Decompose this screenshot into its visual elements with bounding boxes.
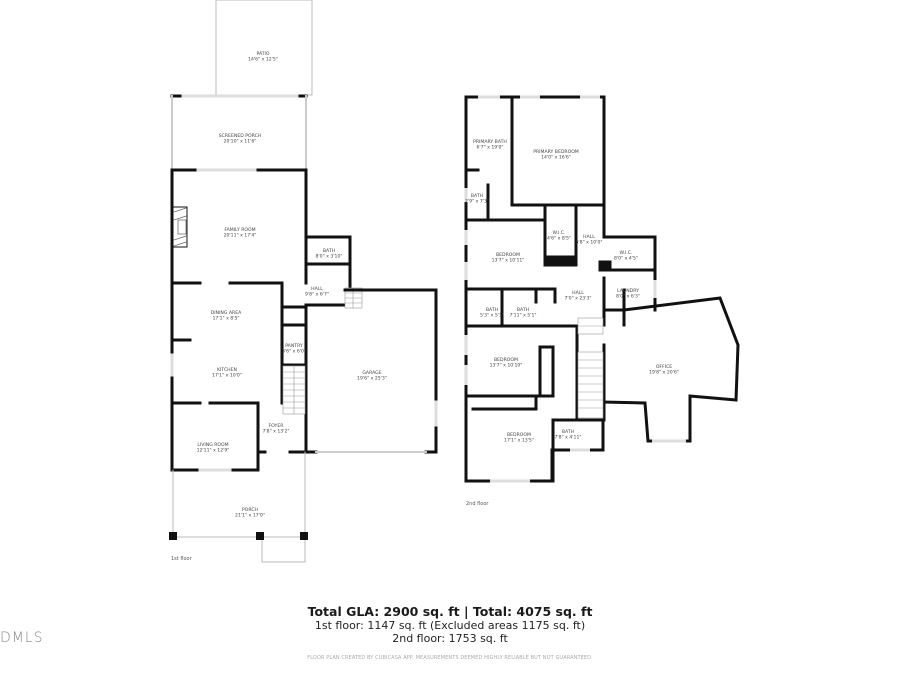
room-name: BATH [471,193,483,199]
room-name: PRIMARY BATH [473,139,507,145]
room-name: GARAGE [362,370,381,376]
stairs-hall [344,287,363,309]
room-name: PRIMARY BEDROOM [533,149,579,155]
room-dimensions: 17'1" x 8'5" [212,316,239,322]
room-dimensions: 21'1" x 17'0" [235,513,265,519]
total-area: Total GLA: 2900 sq. ft | Total: 4075 sq.… [307,604,593,619]
room-name: LAUNDRY [617,288,639,294]
room-name: OFFICE [656,364,672,370]
stairs-kitchen [282,365,306,415]
room-name: FAMILY ROOM [224,227,255,233]
room-dimensions: 3'8" x 10'0" [575,240,602,246]
room-name: HALL [572,290,584,296]
room-dimensions: 3'6" x 6'0" [282,349,306,355]
room-dimensions: 8'0" x 4'5" [614,256,638,262]
room-name: KITCHEN [217,367,237,373]
room-dimensions: 12'11" x 12'9" [197,448,230,454]
room-dimensions: 8'0" x 3'10" [315,254,342,260]
second-floor-caption: 2nd floor [466,501,489,507]
pantry-walls [280,323,308,367]
front-porch-outline [172,451,306,563]
room-dimensions: 9'8" x 6'7" [305,292,329,298]
room-dimensions: 17'1" x 13'5" [504,438,534,444]
area-summary: Total GLA: 2900 sq. ft | Total: 4075 sq.… [0,604,900,661]
room-name: DINING AREA [211,310,242,316]
room-name: LIVING ROOM [197,442,228,448]
room-name: HALL [583,234,595,240]
bath-hall-walls [282,235,352,309]
room-name: W.I.C. [553,230,566,236]
room-name: BATH [562,429,574,435]
room-name: BATH [486,307,498,313]
room-name: BEDROOM [507,432,531,438]
room-name: PORCH [242,507,258,513]
room-dimensions: 13'7" x 10'11" [492,258,525,264]
room-dimensions: 7'8" x 13'2" [262,429,289,435]
room-dimensions: 7'8" x 4'11" [554,435,581,441]
room-dimensions: 13'7" x 10'10" [490,363,523,369]
disclaimer: FLOOR PLAN CREATED BY CUBICASA APP. MEAS… [307,655,593,661]
room-dimensions: 6'7" x 19'0" [476,145,503,151]
second-floor-area: 2nd floor: 1753 sq. ft [392,632,508,645]
room-dimensions: 19'8" x 20'6" [649,370,679,376]
room-dimensions: 20'11" x 17'4" [224,233,257,239]
room-name: SCREENED PORCH [219,133,261,139]
room-dimensions: 2'9" x 7'3" [465,199,489,205]
room-dimensions: 7'0" x 23'3" [564,296,591,302]
first-floor-plan [169,0,438,563]
room-name: BATH [323,248,335,254]
mls-watermark: DMLS [0,630,44,646]
patio-outline [215,0,313,96]
room-name: PANTRY [285,343,303,349]
room-name: PATIO [256,51,269,57]
second-floor-plan [464,95,740,483]
room-dimensions: 20'10" x 11'6" [224,139,257,145]
room-dimensions: 7'11" x 5'1" [509,313,536,319]
room-name: BEDROOM [496,252,520,258]
room-dimensions: 17'1" x 10'0" [212,373,242,379]
stairs-second-floor [577,317,604,419]
room-dimensions: 5'3" x 5'1" [480,313,504,319]
room-name: FOYER [269,423,285,429]
room-name: HALL [311,286,323,292]
room-name: BATH [517,307,529,313]
room-name: BEDROOM [494,357,518,363]
room-dimensions: 8'0" x 6'3" [616,294,640,300]
room-dimensions: 19'6" x 25'3" [357,376,387,382]
first-floor-caption: 1st floor [171,556,193,562]
room-name: W.I.C. [620,250,633,256]
room-dimensions: 4'6" x 8'5" [547,236,571,242]
first-floor-area: 1st floor: 1147 sq. ft (Excluded areas 1… [314,619,586,632]
screened-porch-walls [170,94,308,172]
fireplace [172,206,188,248]
room-dimensions: 14'6" x 12'5" [248,57,278,63]
room-dimensions: 14'0" x 16'6" [541,155,571,161]
second-floor-windows [464,95,686,483]
